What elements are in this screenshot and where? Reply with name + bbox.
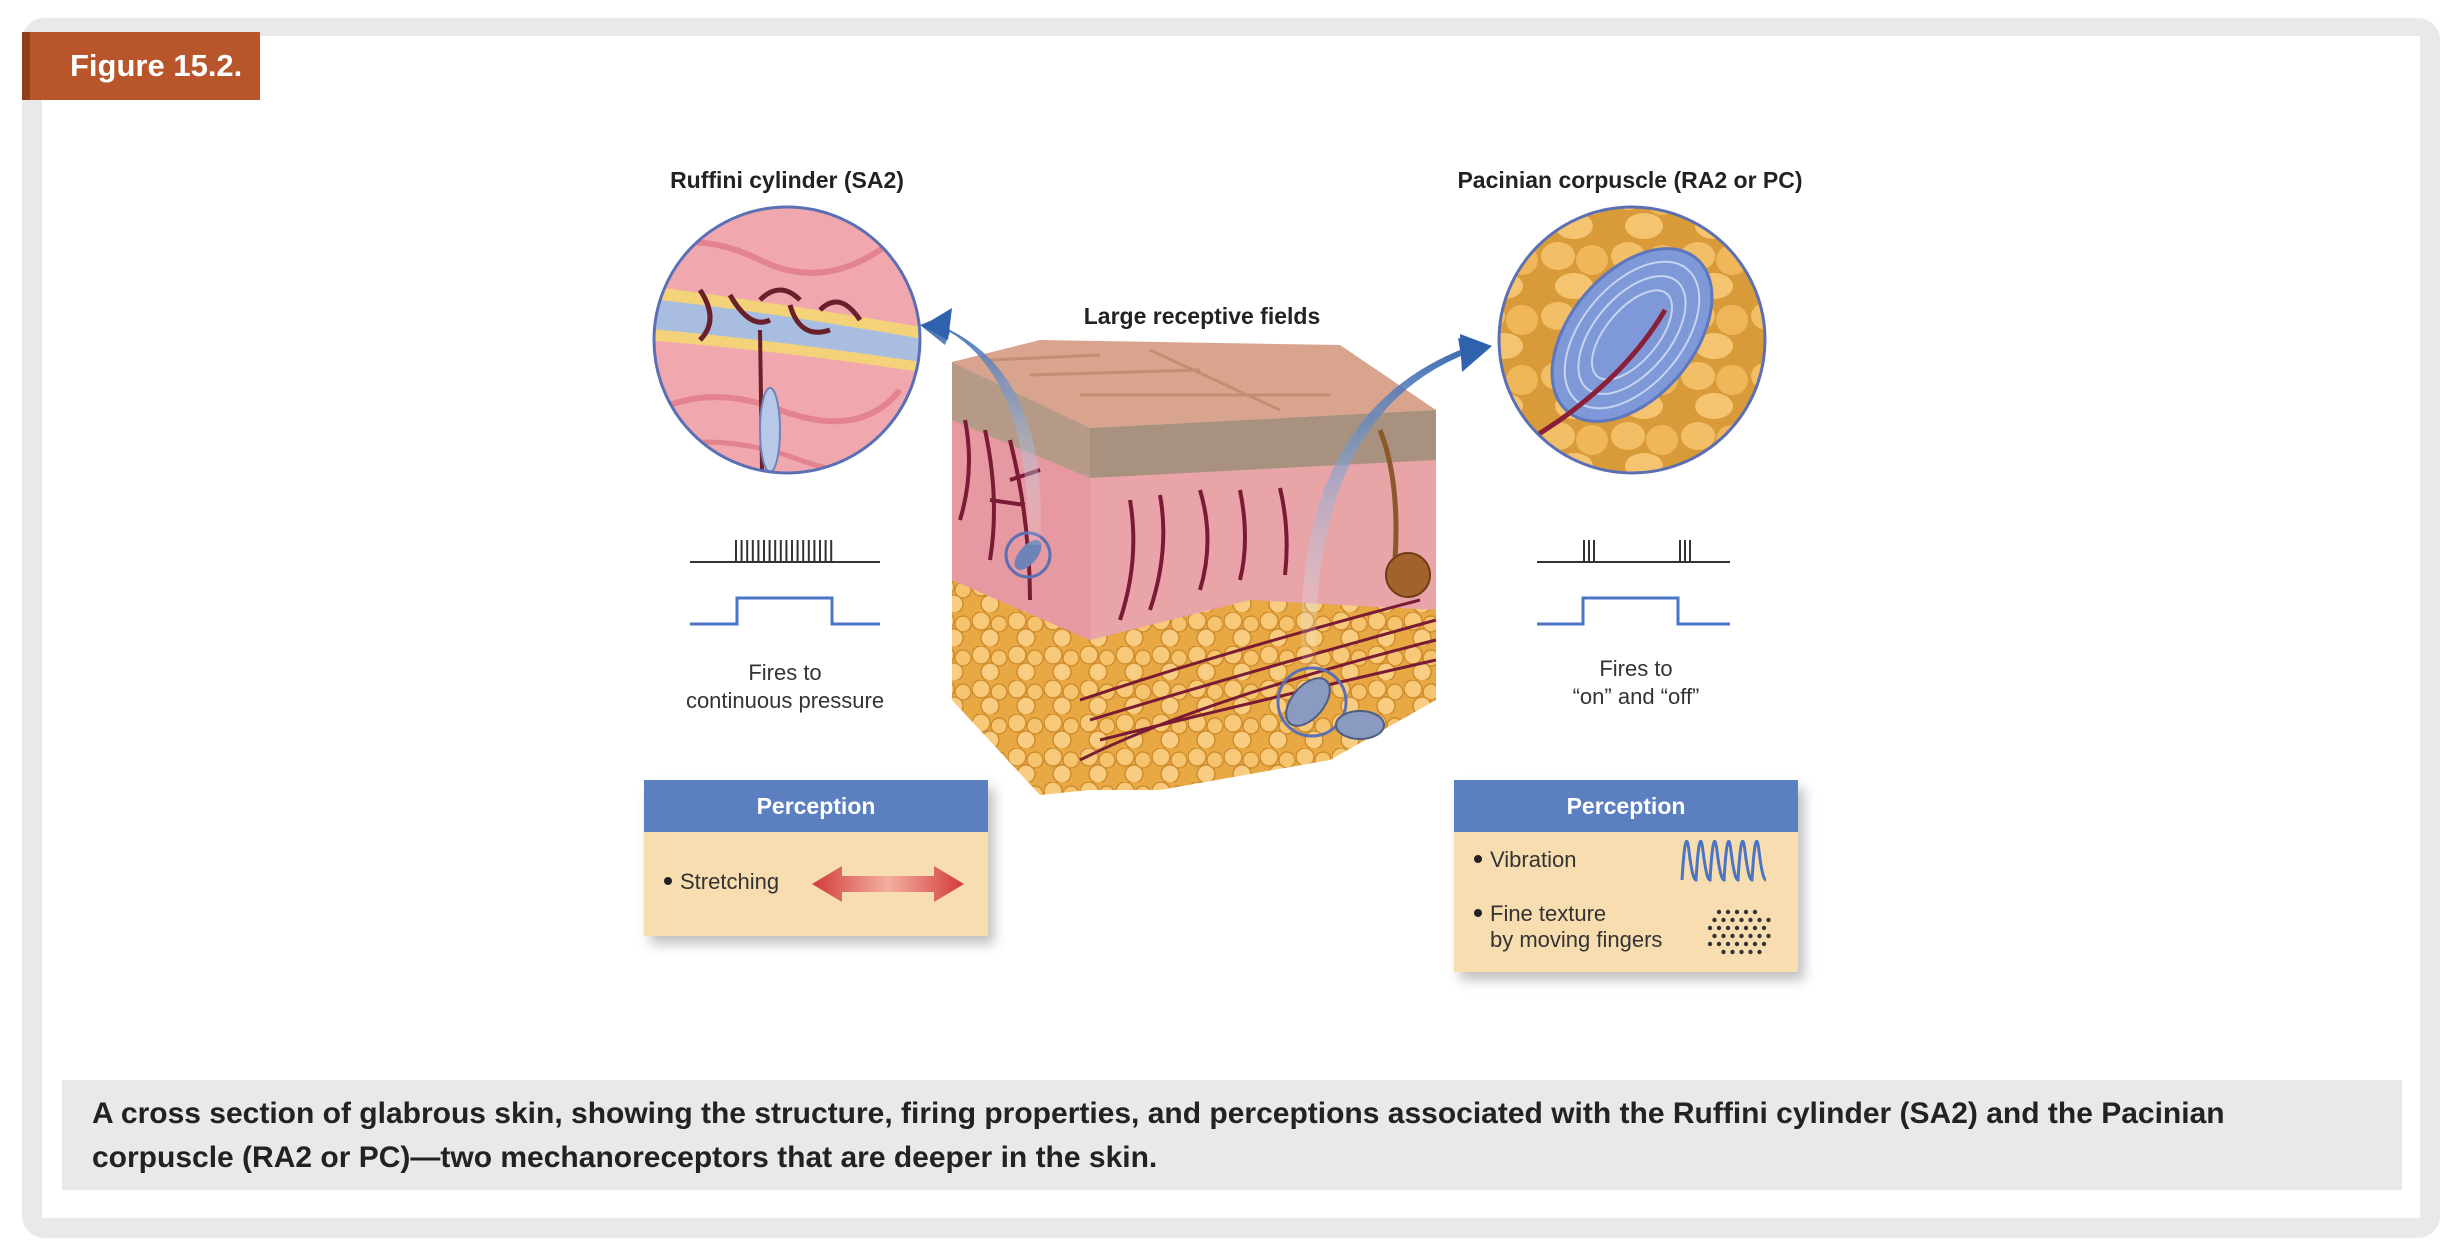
texture-dot [1725, 941, 1731, 947]
stretching-label: Stretching [680, 869, 779, 894]
skin-cross-section [952, 340, 1437, 795]
texture-dot [1761, 925, 1767, 931]
bullet-icon [1474, 909, 1482, 917]
moving-fingers-label: by moving fingers [1490, 927, 1662, 952]
pacinian-perception-header: Perception [1567, 793, 1686, 819]
pacinian-fires-line2: “on” and “off” [1573, 684, 1700, 709]
ruffini-perception-box [644, 780, 988, 936]
texture-dot [1716, 909, 1722, 915]
texture-dot [1766, 917, 1771, 923]
texture-dot [1725, 925, 1731, 931]
pacinian-arrowhead-icon [1460, 334, 1492, 372]
texture-dot [1743, 925, 1749, 931]
texture-dot [1716, 925, 1722, 931]
pacinian-perception-box [1454, 780, 1798, 972]
texture-dot [1752, 909, 1758, 915]
texture-dot [1757, 949, 1762, 955]
texture-dot [1730, 917, 1735, 923]
texture-dot [1743, 941, 1749, 947]
texture-dot [1761, 941, 1767, 947]
ruffini-firing-pattern [690, 540, 880, 626]
pacinian-firing-pattern [1537, 540, 1730, 626]
vibration-wave-icon [1680, 839, 1767, 882]
texture-dot [1721, 933, 1726, 939]
texture-dot [1712, 917, 1717, 923]
texture-dot [1752, 941, 1758, 947]
pacinian-magnified-view [1497, 205, 1767, 475]
pacinian-title: Pacinian corpuscle (RA2 or PC) [1457, 167, 1802, 193]
texture-dot [1716, 941, 1722, 947]
receptive-fields-title: Large receptive fields [1084, 303, 1321, 329]
figure-label: Figure 15.2. [22, 32, 260, 100]
ruffini-fires-line2: continuous pressure [686, 688, 884, 713]
vibration-label: Vibration [1490, 847, 1576, 872]
figure-caption: A cross section of glabrous skin, showin… [62, 1080, 2402, 1190]
texture-dot [1757, 933, 1762, 939]
texture-dot [1712, 933, 1717, 939]
ruffini-fires-line1: Fires to [748, 660, 821, 685]
texture-dot [1748, 949, 1753, 955]
texture-dot [1734, 909, 1740, 915]
texture-dot [1730, 933, 1735, 939]
texture-dot [1739, 917, 1744, 923]
texture-dot [1730, 949, 1735, 955]
texture-dot [1757, 917, 1762, 923]
texture-dot [1707, 925, 1713, 931]
fine-texture-label: Fine texture [1490, 901, 1606, 926]
stretch-arrow-icon [812, 866, 964, 902]
texture-dot [1743, 909, 1749, 915]
texture-dot [1748, 917, 1753, 923]
texture-dot [1721, 917, 1726, 923]
texture-dot [1739, 933, 1744, 939]
pacinian-fires-line1: Fires to [1599, 656, 1672, 681]
bullet-icon [1474, 855, 1482, 863]
ruffini-perception-header: Perception [757, 793, 876, 819]
texture-dot [1766, 933, 1771, 939]
ruffini-callout-arrow [920, 315, 1041, 545]
bullet-icon [664, 877, 672, 885]
texture-dots-icon [1707, 909, 1771, 955]
texture-dot [1721, 949, 1726, 955]
ruffini-arrowhead-icon [922, 308, 952, 340]
texture-dot [1734, 925, 1740, 931]
texture-dot [1734, 941, 1740, 947]
texture-dot [1752, 925, 1758, 931]
texture-dot [1739, 949, 1744, 955]
ruffini-magnified-view [652, 205, 922, 475]
ruffini-title: Ruffini cylinder (SA2) [670, 167, 904, 193]
texture-dot [1707, 941, 1713, 947]
texture-dot [1725, 909, 1731, 915]
texture-dot [1748, 933, 1753, 939]
